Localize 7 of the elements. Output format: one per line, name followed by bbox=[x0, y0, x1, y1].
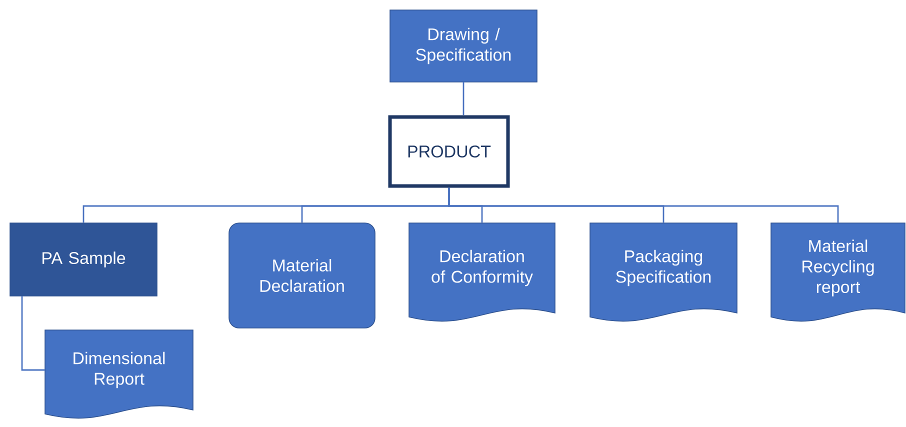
process-box: PA Sample bbox=[10, 222, 158, 296]
process-box: Drawing / Specification bbox=[390, 10, 538, 82]
rounded-box: Material Declaration bbox=[228, 222, 376, 328]
connector-line bbox=[21, 296, 45, 371]
connector-line bbox=[448, 188, 839, 223]
product-box: PRODUCT bbox=[388, 115, 510, 188]
connector-line bbox=[462, 82, 464, 116]
